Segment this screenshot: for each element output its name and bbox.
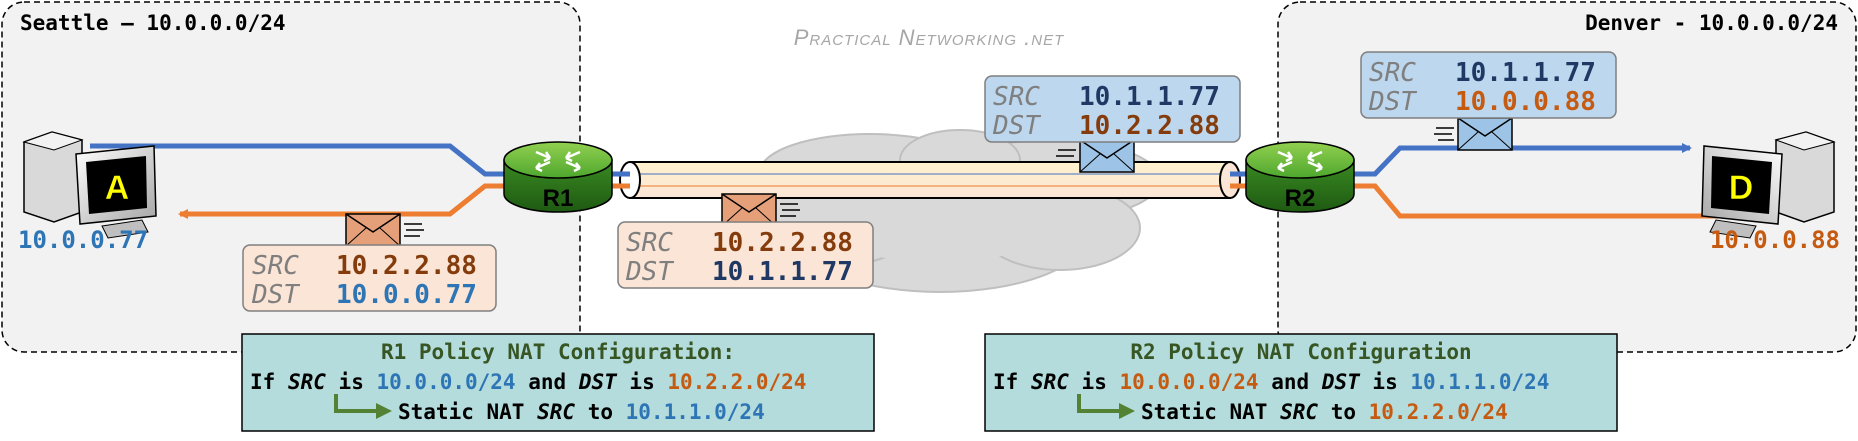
host-d-letter: D bbox=[1729, 169, 1754, 207]
r2-target: 10.2.2.0/24 bbox=[1369, 400, 1508, 424]
r1-and-word: and bbox=[528, 370, 566, 394]
r2-action-arrow-icon bbox=[1077, 394, 1121, 413]
envelope-icon-denver bbox=[1434, 117, 1513, 151]
denver-forward-dst-label: DST bbox=[1368, 87, 1417, 117]
r1-action-arrow-icon bbox=[334, 394, 378, 413]
r2-config-box: R2 Policy NAT Configuration If SRC is 10… bbox=[984, 333, 1618, 432]
packet-header-denver-forward: SRC 10.1.1.77 DST 10.0.0.88 bbox=[1360, 51, 1617, 119]
seattle-return-src-label: SRC bbox=[252, 251, 299, 281]
tunnel-forward-dst-label: DST bbox=[992, 111, 1041, 141]
denver-forward-src-label: SRC bbox=[1369, 58, 1416, 88]
r2-src-net: 10.0.0.0/24 bbox=[1120, 370, 1259, 394]
host-a-ip: 10.0.0.77 bbox=[18, 226, 148, 254]
envelope-icon-seattle bbox=[345, 213, 424, 247]
r2-is1: is bbox=[1082, 370, 1107, 394]
router-r2-label: R2 bbox=[1285, 185, 1316, 212]
r1-src-net: 10.0.0.0/24 bbox=[377, 370, 516, 394]
r2-config-title: R2 Policy NAT Configuration bbox=[1130, 340, 1471, 364]
tunnel-forward-src-label: SRC bbox=[993, 82, 1040, 112]
r2-dst-net: 10.1.1.0/24 bbox=[1410, 370, 1549, 394]
denver-forward-src-value: 10.1.1.77 bbox=[1455, 58, 1596, 88]
r1-config-box: R1 Policy NAT Configuration: If SRC is 1… bbox=[241, 333, 875, 432]
denver-site-label: Denver - 10.0.0.0/24 bbox=[1585, 11, 1838, 35]
r1-config-condition: If SRC is 10.0.0.0/24 and DST is 10.2.2.… bbox=[250, 370, 806, 394]
vpn-tunnel bbox=[619, 161, 1241, 199]
tunnel-return-dst-value: 10.1.1.77 bbox=[712, 257, 853, 287]
tunnel-forward-src-value: 10.1.1.77 bbox=[1079, 82, 1220, 112]
seattle-return-dst-label: DST bbox=[251, 280, 300, 310]
r1-action-src: SRC bbox=[537, 400, 575, 424]
r1-is1: is bbox=[339, 370, 364, 394]
packet-header-tunnel-return: SRC 10.2.2.88 DST 10.1.1.77 bbox=[617, 221, 874, 289]
r2-config-condition: If SRC is 10.0.0.0/24 and DST is 10.1.1.… bbox=[993, 370, 1549, 394]
host-a-letter: A bbox=[105, 169, 130, 207]
tunnel-return-src-value: 10.2.2.88 bbox=[712, 228, 853, 258]
router-r1-icon: R1 bbox=[503, 141, 613, 213]
r2-src-word: SRC bbox=[1031, 370, 1069, 394]
r1-is2: is bbox=[629, 370, 654, 394]
r2-and-word: and bbox=[1271, 370, 1309, 394]
r1-if-word: If bbox=[250, 370, 275, 394]
r1-action: Static NAT bbox=[398, 400, 524, 424]
r2-config-action: Static NAT SRC to 10.2.2.0/24 bbox=[1141, 400, 1508, 424]
packet-header-tunnel-forward: SRC 10.1.1.77 DST 10.2.2.88 bbox=[984, 75, 1241, 143]
router-r1-label: R1 bbox=[543, 185, 574, 212]
tunnel-return-dst-label: DST bbox=[625, 257, 674, 287]
seattle-return-dst-value: 10.0.0.77 bbox=[336, 280, 477, 310]
host-d-ip: 10.0.0.88 bbox=[1710, 226, 1840, 254]
tunnel-return-src-label: SRC bbox=[626, 228, 673, 258]
r2-is2: is bbox=[1372, 370, 1397, 394]
packet-header-seattle-return: SRC 10.2.2.88 DST 10.0.0.77 bbox=[242, 244, 497, 312]
r2-dst-word: DST bbox=[1321, 370, 1361, 394]
seattle-site-label: Seattle – 10.0.0.0/24 bbox=[20, 11, 286, 35]
r2-to-word: to bbox=[1331, 400, 1356, 424]
denver-forward-dst-value: 10.0.0.88 bbox=[1455, 87, 1596, 117]
r1-src-word: SRC bbox=[288, 370, 326, 394]
r1-to-word: to bbox=[588, 400, 613, 424]
envelope-icon-tunnel-return bbox=[721, 193, 800, 227]
r2-action: Static NAT bbox=[1141, 400, 1267, 424]
r1-dst-word: DST bbox=[578, 370, 618, 394]
r1-dst-net: 10.2.2.0/24 bbox=[667, 370, 806, 394]
seattle-return-src-value: 10.2.2.88 bbox=[336, 251, 477, 281]
r1-config-action: Static NAT SRC to 10.1.1.0/24 bbox=[398, 400, 765, 424]
brand-text: Practical Networking .net bbox=[794, 25, 1065, 50]
router-r2-icon: R2 bbox=[1245, 141, 1355, 213]
host-a-computer-icon: A bbox=[22, 131, 157, 239]
tunnel-forward-dst-value: 10.2.2.88 bbox=[1079, 111, 1220, 141]
r2-if-word: If bbox=[993, 370, 1018, 394]
r2-action-src: SRC bbox=[1280, 400, 1318, 424]
host-d-computer-icon bbox=[1701, 131, 1836, 239]
r1-config-title: R1 Policy NAT Configuration: bbox=[381, 340, 735, 364]
r1-target: 10.1.1.0/24 bbox=[626, 400, 765, 424]
